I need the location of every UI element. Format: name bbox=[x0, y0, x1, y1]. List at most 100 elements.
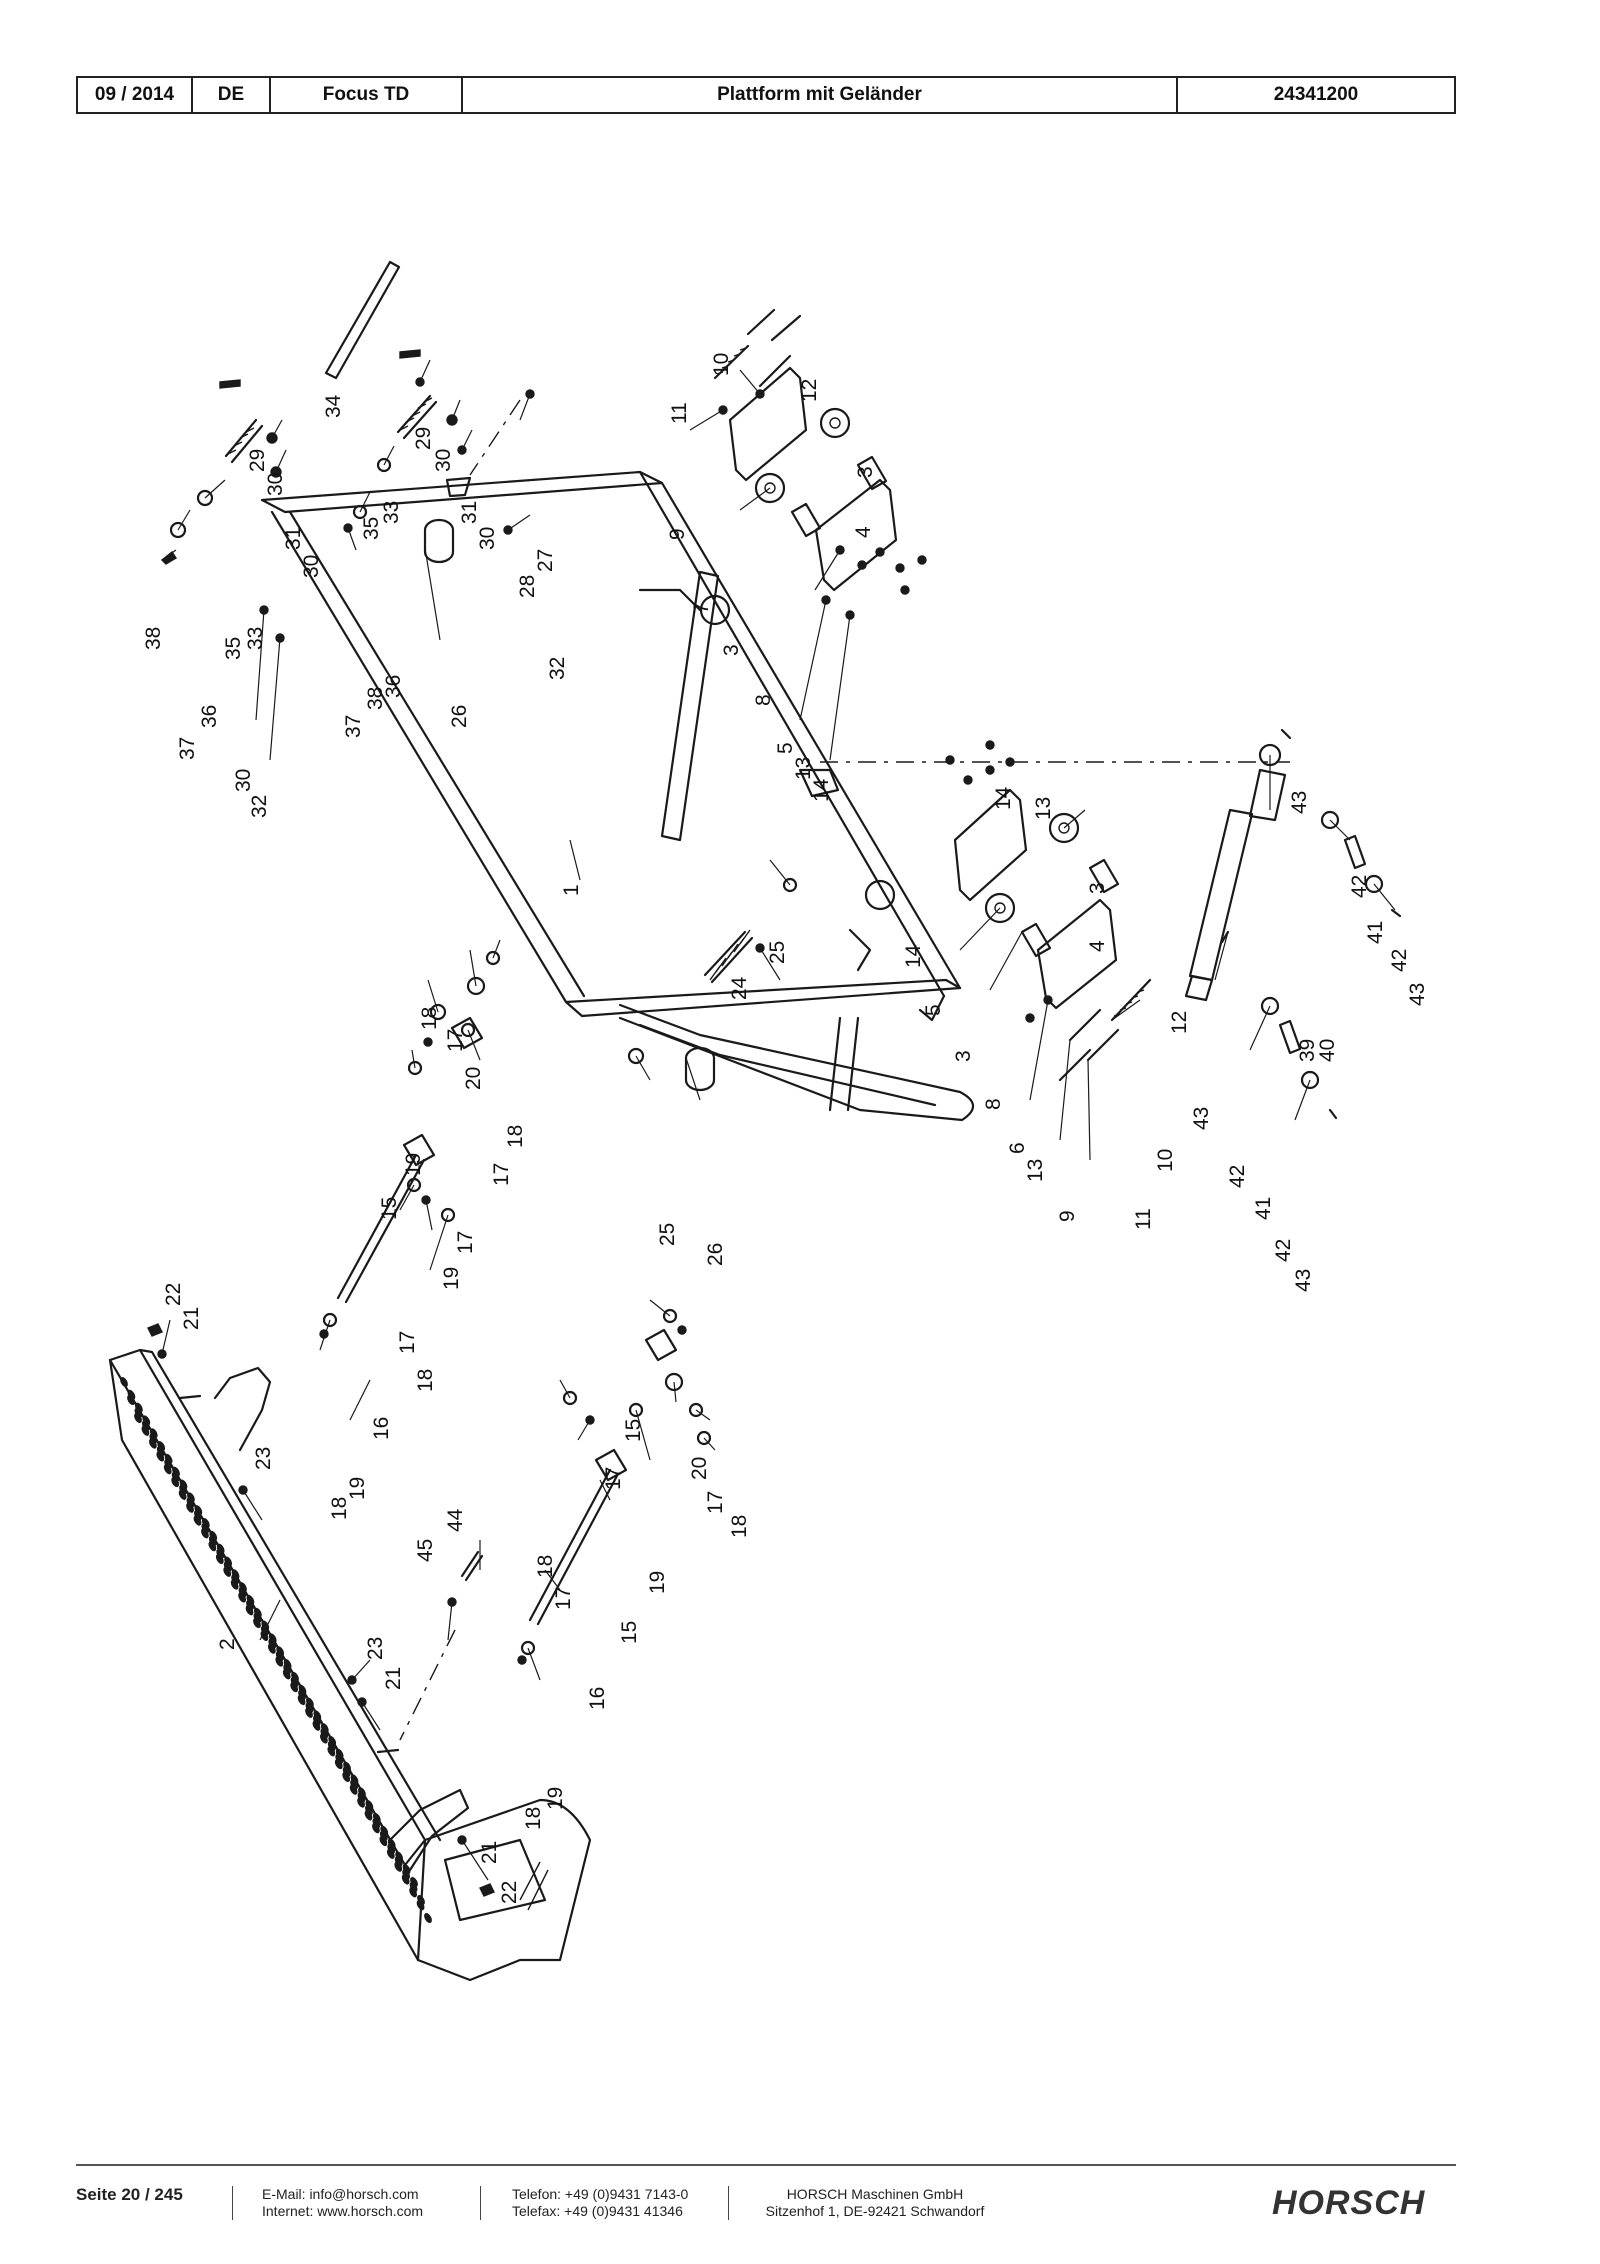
callout: 19 bbox=[544, 1787, 567, 1810]
callout: 45 bbox=[414, 1539, 437, 1562]
callout: 17 bbox=[454, 1231, 477, 1254]
callout: 18 bbox=[328, 1497, 351, 1520]
callout: 29 bbox=[246, 449, 269, 472]
callout: 24 bbox=[728, 976, 751, 1000]
callout: 23 bbox=[364, 1637, 387, 1660]
page-number: Seite 20 / 245 bbox=[76, 2185, 183, 2204]
callout: 27 bbox=[534, 549, 557, 572]
step-perforation-hole bbox=[172, 1466, 180, 1477]
step-perforation-hole bbox=[291, 1671, 299, 1682]
footer-separator bbox=[480, 2186, 481, 2220]
upper-rod-assembly bbox=[319, 950, 501, 1339]
step-perforation-hole bbox=[395, 1851, 404, 1862]
step-perforation-hole bbox=[127, 1389, 136, 1400]
hydraulic-cylinder-39-40 bbox=[1184, 728, 1402, 1120]
footer-rule bbox=[76, 2164, 1456, 2166]
step-perforation-hole bbox=[120, 1376, 128, 1388]
footer-fax: Telefax: +49 (0)9431 41346 bbox=[512, 2203, 683, 2219]
step-perforation-hole bbox=[194, 1505, 203, 1516]
callout: 19 bbox=[646, 1571, 669, 1594]
callout: 10 bbox=[710, 353, 733, 376]
step-perforation-hole bbox=[134, 1402, 143, 1413]
footer-contact-phone: Telefon: +49 (0)9431 7143-0 Telefax: +49… bbox=[512, 2186, 688, 2220]
callout: 18 bbox=[522, 1807, 545, 1830]
callout: 42 bbox=[1388, 949, 1411, 972]
callout: 43 bbox=[1288, 791, 1311, 814]
callout: 15 bbox=[618, 1621, 641, 1644]
callout: 11 bbox=[1132, 1208, 1155, 1230]
callout: 16 bbox=[586, 1687, 609, 1710]
callout: 15 bbox=[622, 1419, 645, 1442]
callout: 5 bbox=[922, 1004, 945, 1016]
callout: 13 bbox=[1024, 1159, 1047, 1182]
step-perforation-hole bbox=[387, 1838, 396, 1849]
callout: 14 bbox=[992, 786, 1015, 810]
callout: 38 bbox=[142, 627, 165, 650]
header-date: 09 / 2014 bbox=[78, 78, 193, 112]
callout: 17 bbox=[396, 1331, 419, 1354]
callout: 18 bbox=[728, 1515, 751, 1538]
callout: 25 bbox=[656, 1223, 679, 1246]
callout: 31 bbox=[282, 527, 305, 550]
callout: 42 bbox=[1348, 875, 1371, 898]
callout: 1 bbox=[560, 884, 583, 896]
callout: 12 bbox=[1168, 1011, 1191, 1034]
step-perforation-hole bbox=[142, 1415, 151, 1426]
callout: 13 bbox=[1032, 797, 1055, 820]
upper-left-fasteners bbox=[160, 349, 535, 643]
centerline-top bbox=[469, 399, 521, 476]
callout: 17 bbox=[602, 1467, 625, 1490]
step-perforation-hole bbox=[239, 1582, 247, 1593]
callout: 4 bbox=[852, 526, 875, 538]
upper-bracket-assembly bbox=[713, 308, 927, 620]
step-perforation-hole bbox=[313, 1710, 322, 1721]
callout: 42 bbox=[1272, 1239, 1295, 1262]
callout: 43 bbox=[1190, 1107, 1213, 1130]
callout: 32 bbox=[248, 795, 271, 818]
step-perforations bbox=[120, 1376, 432, 1924]
step-perforation-hole bbox=[320, 1723, 329, 1734]
step-perforation-hole bbox=[372, 1812, 381, 1823]
callout: 38 bbox=[364, 687, 387, 710]
callout: 19 bbox=[440, 1267, 463, 1290]
callout: 32 bbox=[546, 657, 569, 680]
step-perforation-hole bbox=[224, 1556, 233, 1567]
callout: 18 bbox=[504, 1125, 527, 1148]
callout: 21 bbox=[382, 1667, 405, 1690]
callout: 12 bbox=[798, 379, 821, 402]
callout: 5 bbox=[774, 742, 797, 754]
callout: 3 bbox=[1086, 882, 1109, 894]
step-perforation-hole bbox=[179, 1479, 188, 1490]
footer-company-name: HORSCH Maschinen GmbH bbox=[786, 2186, 964, 2202]
callout: 40 bbox=[1316, 1039, 1339, 1062]
callout: 9 bbox=[1056, 1210, 1079, 1222]
callout: 30 bbox=[476, 527, 499, 550]
callout: 3 bbox=[720, 644, 743, 656]
callout: 7 bbox=[690, 602, 713, 614]
step-2 bbox=[108, 1323, 592, 1982]
callout: 6 bbox=[1006, 1142, 1029, 1154]
callout: 4 bbox=[1086, 940, 1109, 952]
callout: 11 bbox=[668, 402, 691, 424]
callout: 22 bbox=[498, 1881, 521, 1904]
lower-rod-assembly bbox=[517, 1308, 712, 1665]
step-perforation-hole bbox=[410, 1876, 418, 1888]
step-perforation-hole bbox=[157, 1441, 166, 1452]
callout: 37 bbox=[342, 715, 365, 738]
step-perforation-hole bbox=[268, 1633, 277, 1644]
callout: 28 bbox=[516, 575, 539, 598]
parts-diagram-svg: 29 30 31 30 33 35 38 36 37 30 32 34 29 3… bbox=[108, 260, 1429, 1982]
footer-contact-web: E-Mail: info@horsch.com Internet: www.ho… bbox=[262, 2186, 423, 2220]
callout: 18 bbox=[414, 1369, 437, 1392]
horsch-logo: HORSCH bbox=[1272, 2184, 1426, 2222]
callout: 3 bbox=[952, 1050, 975, 1062]
rod-34 bbox=[324, 260, 401, 380]
step-perforation-hole bbox=[276, 1646, 285, 1657]
callout: 36 bbox=[382, 675, 405, 698]
callout: 17 bbox=[552, 1587, 575, 1610]
footer-separator bbox=[232, 2186, 233, 2220]
callout: 18 bbox=[418, 1007, 441, 1030]
callout: 39 bbox=[1296, 1039, 1319, 1062]
step-perforation-hole bbox=[298, 1684, 307, 1695]
step-perforation-hole bbox=[231, 1569, 240, 1580]
